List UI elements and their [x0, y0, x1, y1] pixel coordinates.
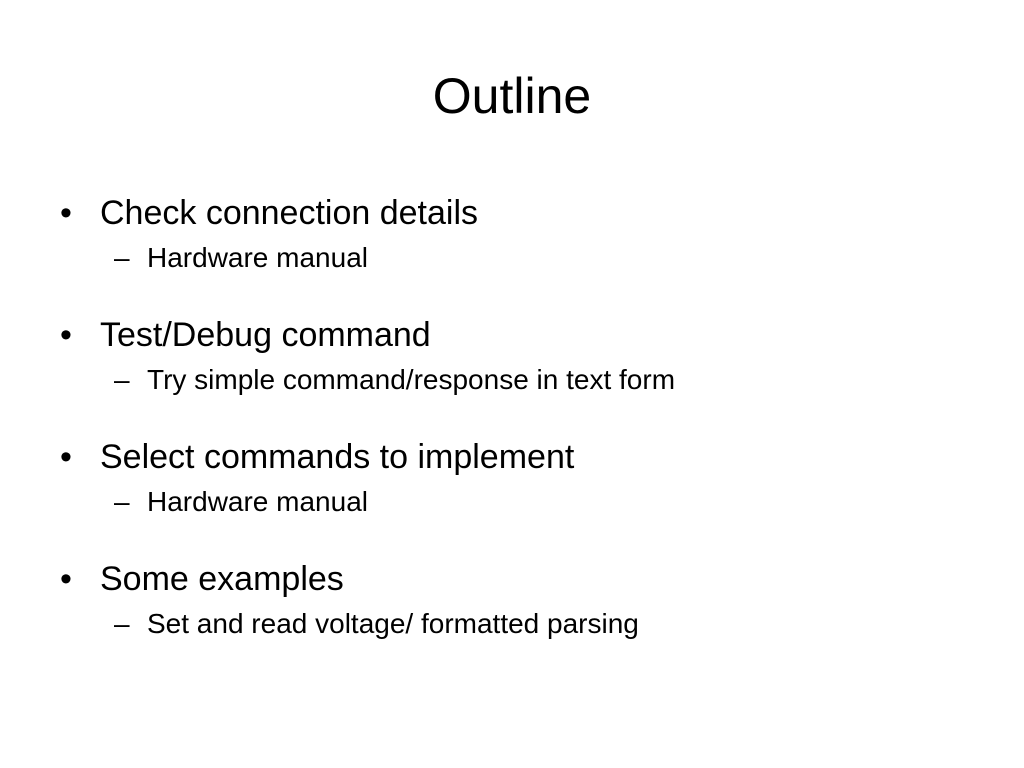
sub-bullet-text: Set and read voltage/ formatted parsing [147, 608, 639, 639]
bullet-item: • Select commands to implement – Hardwar… [58, 432, 978, 520]
dash-icon: – [114, 486, 130, 517]
dash-icon: – [114, 242, 130, 273]
sub-bullet-text: Hardware manual [147, 242, 368, 273]
bullet-item: • Test/Debug command – Try simple comman… [58, 310, 978, 398]
bullet-icon: • [60, 194, 72, 232]
bullet-list: • Check connection details – Hardware ma… [58, 188, 978, 676]
bullet-icon: • [60, 560, 72, 598]
bullet-text: Some examples [100, 560, 344, 598]
bullet-item: • Check connection details – Hardware ma… [58, 188, 978, 276]
bullet-text: Select commands to implement [100, 438, 575, 476]
bullet-icon: • [60, 316, 72, 354]
slide-title: Outline [432, 68, 592, 124]
dash-icon: – [114, 608, 130, 639]
bullet-text: Test/Debug command [100, 316, 431, 354]
sub-bullet-text: Hardware manual [147, 486, 368, 517]
bullet-item: • Some examples – Set and read voltage/ … [58, 554, 978, 642]
dash-icon: – [114, 364, 130, 395]
bullet-icon: • [60, 438, 72, 476]
sub-bullet-text: Try simple command/response in text form [147, 364, 676, 395]
bullet-text: Check connection details [100, 194, 479, 232]
